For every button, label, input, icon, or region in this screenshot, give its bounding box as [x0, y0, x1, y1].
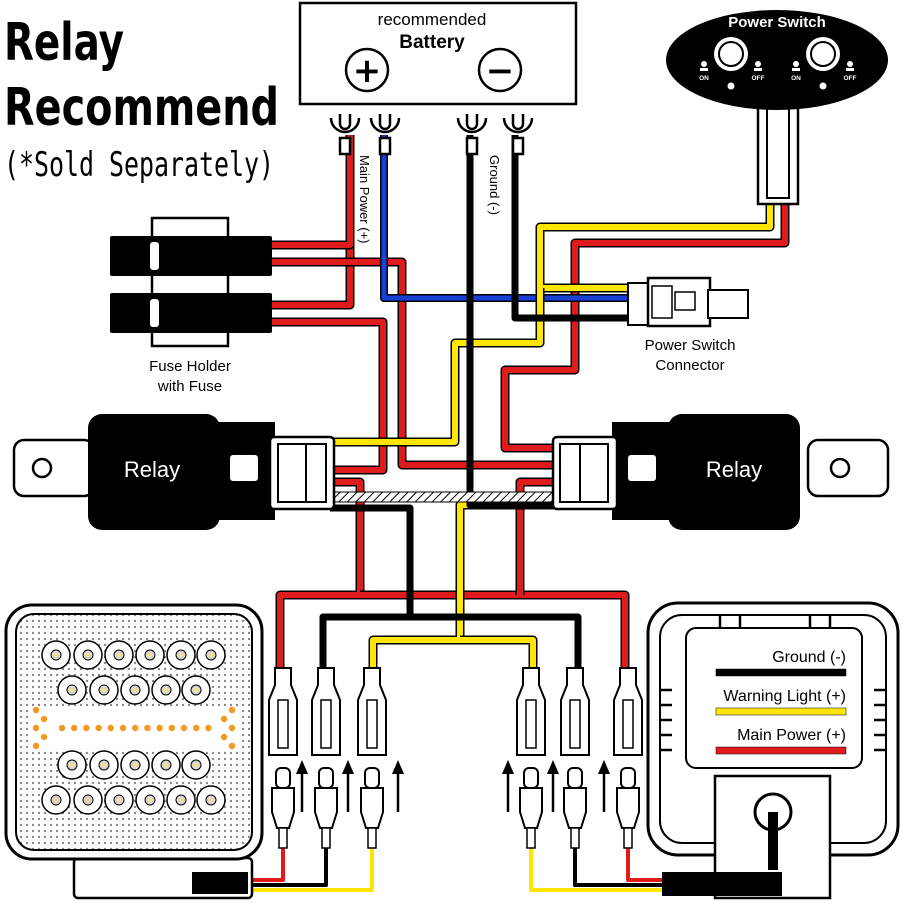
wires — [245, 135, 790, 892]
cable-sleeve — [329, 491, 556, 503]
female-connector — [357, 667, 387, 756]
battery-line1: recommended — [378, 10, 487, 29]
amber-led-icon — [71, 724, 78, 732]
male-connector — [271, 767, 295, 849]
amber-led-icon — [107, 724, 115, 732]
led-lamp-left — [4, 603, 264, 900]
legend-swatch — [715, 707, 847, 716]
amber-led-icon — [132, 724, 139, 732]
switch-off-label-1: OFF — [752, 75, 765, 82]
amber-led-icon — [168, 724, 175, 732]
lamp-lead-wires — [245, 830, 665, 892]
amber-led-icon — [193, 724, 200, 732]
ring-terminals — [329, 114, 534, 156]
connector-label-line2: Connector — [655, 357, 724, 374]
female-connector — [516, 667, 546, 756]
amber-led-icon — [119, 724, 127, 732]
battery-positive-terminal — [344, 47, 390, 93]
main-power-wire-label: Main Power (+) — [357, 155, 372, 244]
title-line2: Recommend — [4, 78, 279, 138]
up-arrow-icon — [598, 760, 610, 812]
legend-label: Main Power (+) — [737, 727, 846, 744]
fuse-holder-top — [110, 236, 272, 276]
legend-label: Ground (-) — [772, 649, 846, 666]
male-connector — [519, 767, 543, 849]
work-lamp-right: Ground (-) Warning Light (+) Main Power (+… — [646, 601, 900, 900]
wire-color-legend: Ground (-) Warning Light (+) Main Power (+… — [715, 649, 847, 755]
legend-label: Warning Light (+) — [723, 688, 846, 705]
female-connector — [613, 667, 643, 756]
battery: recommended Battery + − — [298, 1, 578, 106]
amber-led-icon — [180, 724, 188, 732]
battery-minus-sign: − — [486, 51, 515, 91]
relay-right-label: Relay — [706, 457, 762, 482]
male-connector — [314, 767, 338, 849]
amber-led-icon — [156, 724, 163, 732]
fuse-holders: Fuse Holder with Fuse — [110, 216, 272, 395]
switch-on-label-2: ON — [791, 75, 801, 82]
red-wires — [270, 135, 790, 668]
up-arrow-icon — [547, 760, 559, 812]
switch-led-right-icon — [819, 82, 827, 90]
legend-swatch — [715, 746, 847, 755]
relay-left: Relay — [12, 414, 336, 530]
power-switch-title: Power Switch — [728, 14, 826, 31]
amber-led-icon — [205, 724, 212, 732]
amber-led-icon — [144, 724, 151, 732]
up-arrow-icon — [342, 760, 354, 812]
male-connector — [616, 767, 640, 849]
amber-led-icon — [58, 724, 66, 732]
title-line1: Relay — [4, 13, 124, 73]
fuse-label-line2: with Fuse — [157, 378, 222, 395]
fuse-label-line1: Fuse Holder — [149, 358, 231, 375]
title-block: Relay Recommend (*Sold Separately) — [4, 13, 279, 185]
up-arrow-icon — [296, 760, 308, 812]
male-connector — [360, 767, 384, 849]
fuse-holder-bottom — [110, 293, 272, 333]
up-arrow-icon — [392, 760, 404, 812]
ground-wire-label: Ground (-) — [487, 155, 502, 215]
amber-led-icon — [83, 724, 90, 732]
led-array — [30, 640, 240, 815]
relay-left-label: Relay — [124, 457, 180, 482]
battery-plus-sign: + — [353, 51, 382, 91]
power-switch-connector: Power Switch Connector — [627, 276, 749, 374]
connector-label-line1: Power Switch — [645, 337, 736, 354]
battery-line2: Battery — [399, 32, 465, 53]
amber-led-icon — [95, 724, 102, 732]
legend-swatch — [715, 668, 847, 677]
female-connector — [560, 667, 590, 756]
switch-on-label-1: ON — [699, 75, 709, 82]
battery-negative-terminal — [477, 47, 523, 93]
title-line3: (*Sold Separately) — [4, 145, 274, 185]
female-connector — [311, 667, 341, 756]
black-wires — [319, 135, 630, 668]
up-arrow-icon — [502, 760, 514, 812]
blue-wire — [380, 135, 630, 302]
power-switch: Power Switch ON OFF ON OFF — [666, 10, 888, 206]
switch-led-left-icon — [727, 82, 735, 90]
relay-right: Relay — [551, 414, 890, 530]
female-connector — [268, 667, 298, 756]
male-connector — [563, 767, 587, 849]
bullet-connectors — [268, 667, 643, 849]
switch-off-label-2: OFF — [844, 75, 857, 82]
